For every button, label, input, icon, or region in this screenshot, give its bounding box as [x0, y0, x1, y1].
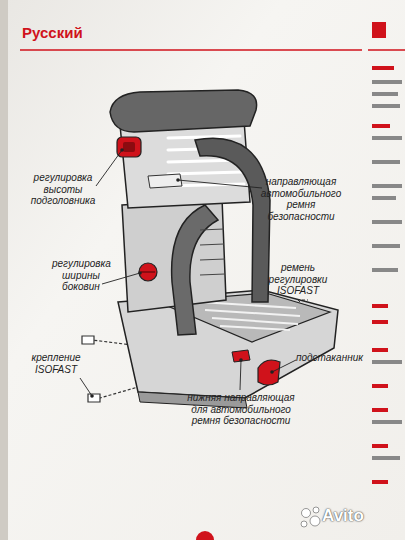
text-line	[372, 220, 402, 224]
page-shadow	[0, 0, 8, 540]
lower-belt-guide	[232, 350, 250, 362]
callout-label: регулировка ширины боковин	[52, 258, 110, 293]
watermark-icon	[301, 507, 320, 527]
belt-guide	[148, 174, 182, 188]
leader-line	[80, 378, 92, 396]
text-line	[372, 104, 400, 108]
cup-holder	[258, 360, 280, 385]
text-line	[372, 160, 400, 164]
armrest	[172, 205, 218, 335]
text-line	[372, 80, 402, 84]
text-line	[372, 384, 388, 388]
headrest-cap	[110, 90, 257, 132]
text-line	[372, 136, 402, 140]
cut-off-column	[368, 22, 405, 484]
text-line	[372, 456, 400, 460]
callout-label: регулировка высоты подголовника	[28, 172, 98, 207]
text-line	[372, 348, 388, 352]
text-line	[372, 420, 402, 424]
text-line	[372, 196, 396, 200]
knob-groove	[141, 271, 155, 273]
height-knob	[117, 137, 141, 157]
page-number-mark	[196, 531, 214, 540]
callout-label: крепление ISOFAST	[26, 352, 86, 375]
cushion-slats	[200, 302, 300, 330]
text-line	[372, 320, 388, 324]
callout-label: подстаканник	[296, 352, 363, 364]
text-line	[372, 66, 394, 70]
text-line	[372, 92, 398, 96]
leader-line	[298, 300, 300, 302]
knob-inset	[123, 142, 135, 152]
text-line	[372, 184, 402, 188]
text-line	[372, 408, 388, 412]
callout-label: ремень регулировки ISOFAST	[266, 262, 330, 297]
column-rule	[368, 49, 405, 51]
leader-line	[96, 150, 122, 186]
callout-label: нижняя направляющая для автомобильного р…	[186, 392, 296, 427]
headrest	[120, 120, 250, 208]
leader-line	[102, 273, 140, 284]
text-line	[372, 360, 402, 364]
text-line	[372, 268, 398, 272]
leader-line	[178, 180, 262, 188]
leader-dots	[90, 148, 274, 398]
width-knob	[139, 263, 157, 281]
backrest-slats	[200, 229, 225, 275]
page-heading: Русский	[22, 24, 83, 41]
isofast-connector	[88, 394, 100, 402]
column-heading	[372, 22, 386, 38]
leader-line	[240, 360, 241, 390]
callout-label: направляющая автомобильного ремня безопа…	[260, 176, 342, 222]
isofast-connector	[82, 336, 94, 344]
text-line	[372, 304, 388, 308]
text-line	[372, 480, 388, 484]
text-line	[372, 244, 400, 248]
text-line	[372, 444, 388, 448]
watermark: Avito	[322, 506, 364, 526]
text-line	[372, 124, 390, 128]
title-rule	[20, 49, 362, 51]
leader-line	[272, 360, 296, 372]
